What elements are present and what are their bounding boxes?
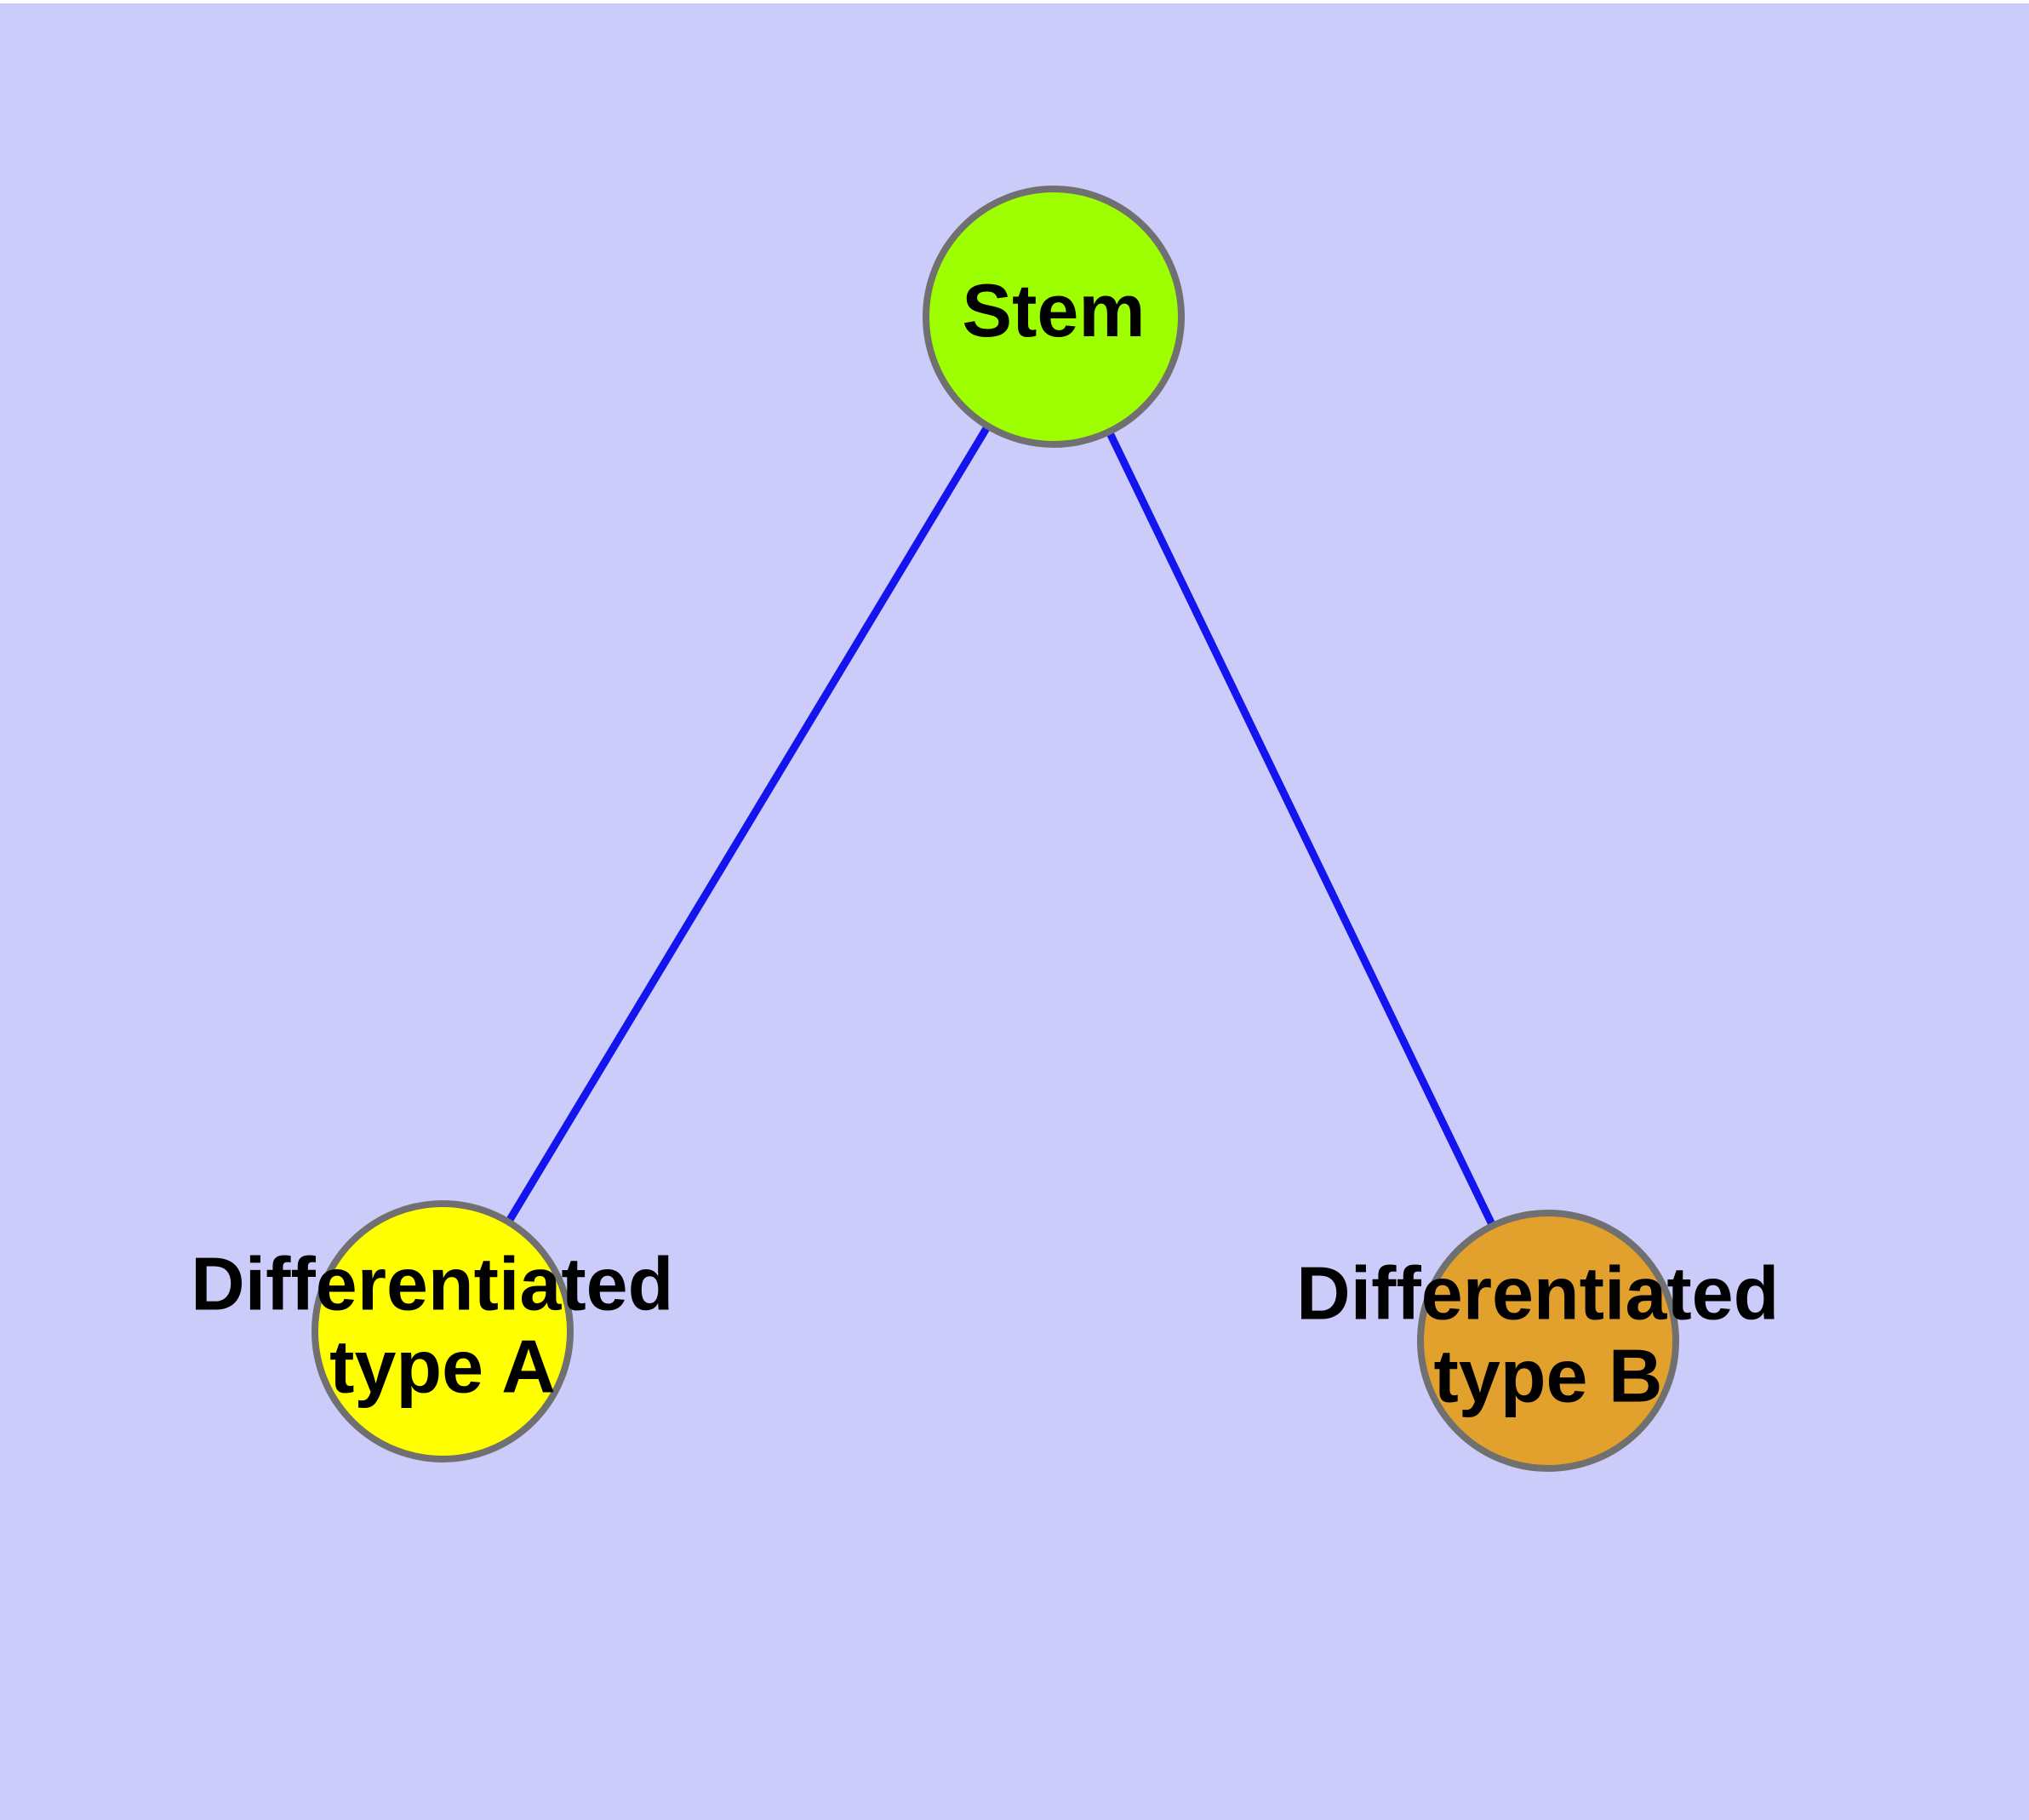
- node-differentiated-type-a-label-line-1: Differentiated: [191, 1242, 673, 1326]
- label-layer: Stem Differentiated type A Differentiate…: [191, 268, 1800, 1418]
- node-differentiated-type-b[interactable]: [1417, 1210, 1679, 1472]
- edge-stem-to-differentiated-type-a[interactable]: [439, 314, 1057, 1334]
- node-differentiated-type-a-circle[interactable]: [311, 1200, 574, 1462]
- node-differentiated-type-b-label-line-1: Differentiated: [1296, 1251, 1779, 1336]
- node-differentiated-type-b-label: Differentiated type B: [1296, 1251, 1800, 1418]
- node-stem[interactable]: [923, 186, 1185, 448]
- node-differentiated-type-a[interactable]: [311, 1200, 574, 1462]
- node-stem-label: Stem: [962, 268, 1145, 352]
- node-differentiated-type-b-circle[interactable]: [1417, 1210, 1679, 1472]
- node-differentiated-type-a-label-line-2: type A: [329, 1325, 556, 1409]
- edge-layer: [439, 314, 1552, 1342]
- edge-stem-to-differentiated-type-b[interactable]: [1049, 315, 1552, 1342]
- node-differentiated-type-a-label: Differentiated type A: [191, 1242, 694, 1409]
- node-stem-label-line-1: Stem: [962, 268, 1145, 352]
- node-differentiated-type-b-label-line-2: type B: [1434, 1334, 1663, 1418]
- node-stem-circle[interactable]: [923, 186, 1185, 448]
- node-layer: [311, 186, 1679, 1472]
